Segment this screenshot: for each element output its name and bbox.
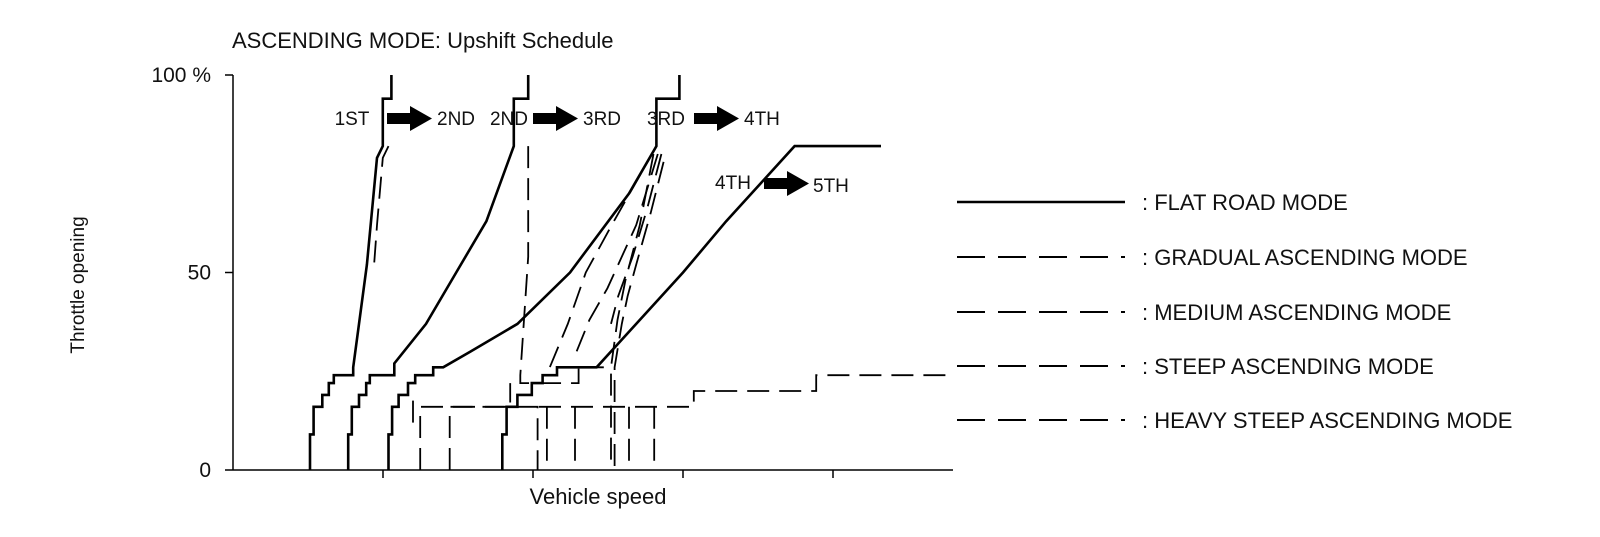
- arrow-right-icon: [764, 171, 809, 196]
- shift-label-2: 2ND 3RD: [490, 106, 621, 131]
- shift-to-label: 2ND: [437, 109, 475, 130]
- shift-label-1: 1ST 2ND: [335, 106, 475, 131]
- arrow-right-icon: [533, 106, 578, 131]
- y-tick-label: 100 %: [151, 64, 211, 87]
- legend-label: : HEAVY STEEP ASCENDING MODE: [1142, 408, 1512, 433]
- legend-label: : GRADUAL ASCENDING MODE: [1142, 245, 1468, 270]
- y-tick-label: 50: [188, 262, 211, 285]
- series-line-heavy: [610, 153, 655, 470]
- legend-label: : FLAT ROAD MODE: [1142, 190, 1348, 215]
- series-line-medium: [419, 405, 539, 470]
- series-line-heavy: [539, 374, 953, 408]
- y-ticks: 0 50 100 %: [151, 64, 233, 482]
- shift-label-4: 4TH 5TH: [715, 171, 849, 197]
- shift-to-label: 4TH: [744, 109, 780, 130]
- plot-area: 0 50 100 %: [151, 64, 953, 482]
- shift-to-label: 3RD: [583, 109, 621, 130]
- x-axis-label: Vehicle speed: [530, 484, 667, 509]
- shift-from-label: 2ND: [490, 109, 528, 130]
- shift-annotations: 1ST 2ND 2ND 3RD 3RD 4TH 4TH 5TH: [335, 106, 849, 197]
- legend-label: : MEDIUM ASCENDING MODE: [1142, 300, 1451, 325]
- series-line-heavy: [613, 161, 665, 470]
- shift-from-label: 3RD: [647, 109, 685, 130]
- chart-title: ASCENDING MODE: Upshift Schedule: [232, 28, 613, 53]
- series-line-flat: [346, 75, 530, 470]
- x-ticks: [382, 470, 834, 478]
- y-tick-label: 0: [199, 459, 211, 482]
- series-line-medium: [574, 153, 659, 356]
- series-line-flat: [387, 75, 681, 470]
- series-line-steep: [610, 153, 663, 325]
- series-line-gradual: [519, 146, 604, 385]
- shift-from-label: 1ST: [335, 109, 370, 130]
- series-line-gradual: [548, 145, 658, 368]
- arrow-right-icon: [387, 106, 432, 131]
- y-axis-label: Throttle opening: [68, 216, 89, 353]
- series-line-medium: [448, 383, 512, 470]
- legend-label: : STEEP ASCENDING MODE: [1142, 354, 1434, 379]
- shift-from-label: 4TH: [715, 173, 751, 194]
- legend: : FLAT ROAD MODE : GRADUAL ASCENDING MODE…: [957, 190, 1512, 433]
- arrow-right-icon: [694, 106, 739, 131]
- shift-to-label: 5TH: [813, 176, 849, 197]
- shift-label-3: 3RD 4TH: [647, 106, 780, 131]
- series-line-gradual: [373, 145, 390, 265]
- series-line-flat: [308, 75, 393, 470]
- series-group: [308, 75, 953, 470]
